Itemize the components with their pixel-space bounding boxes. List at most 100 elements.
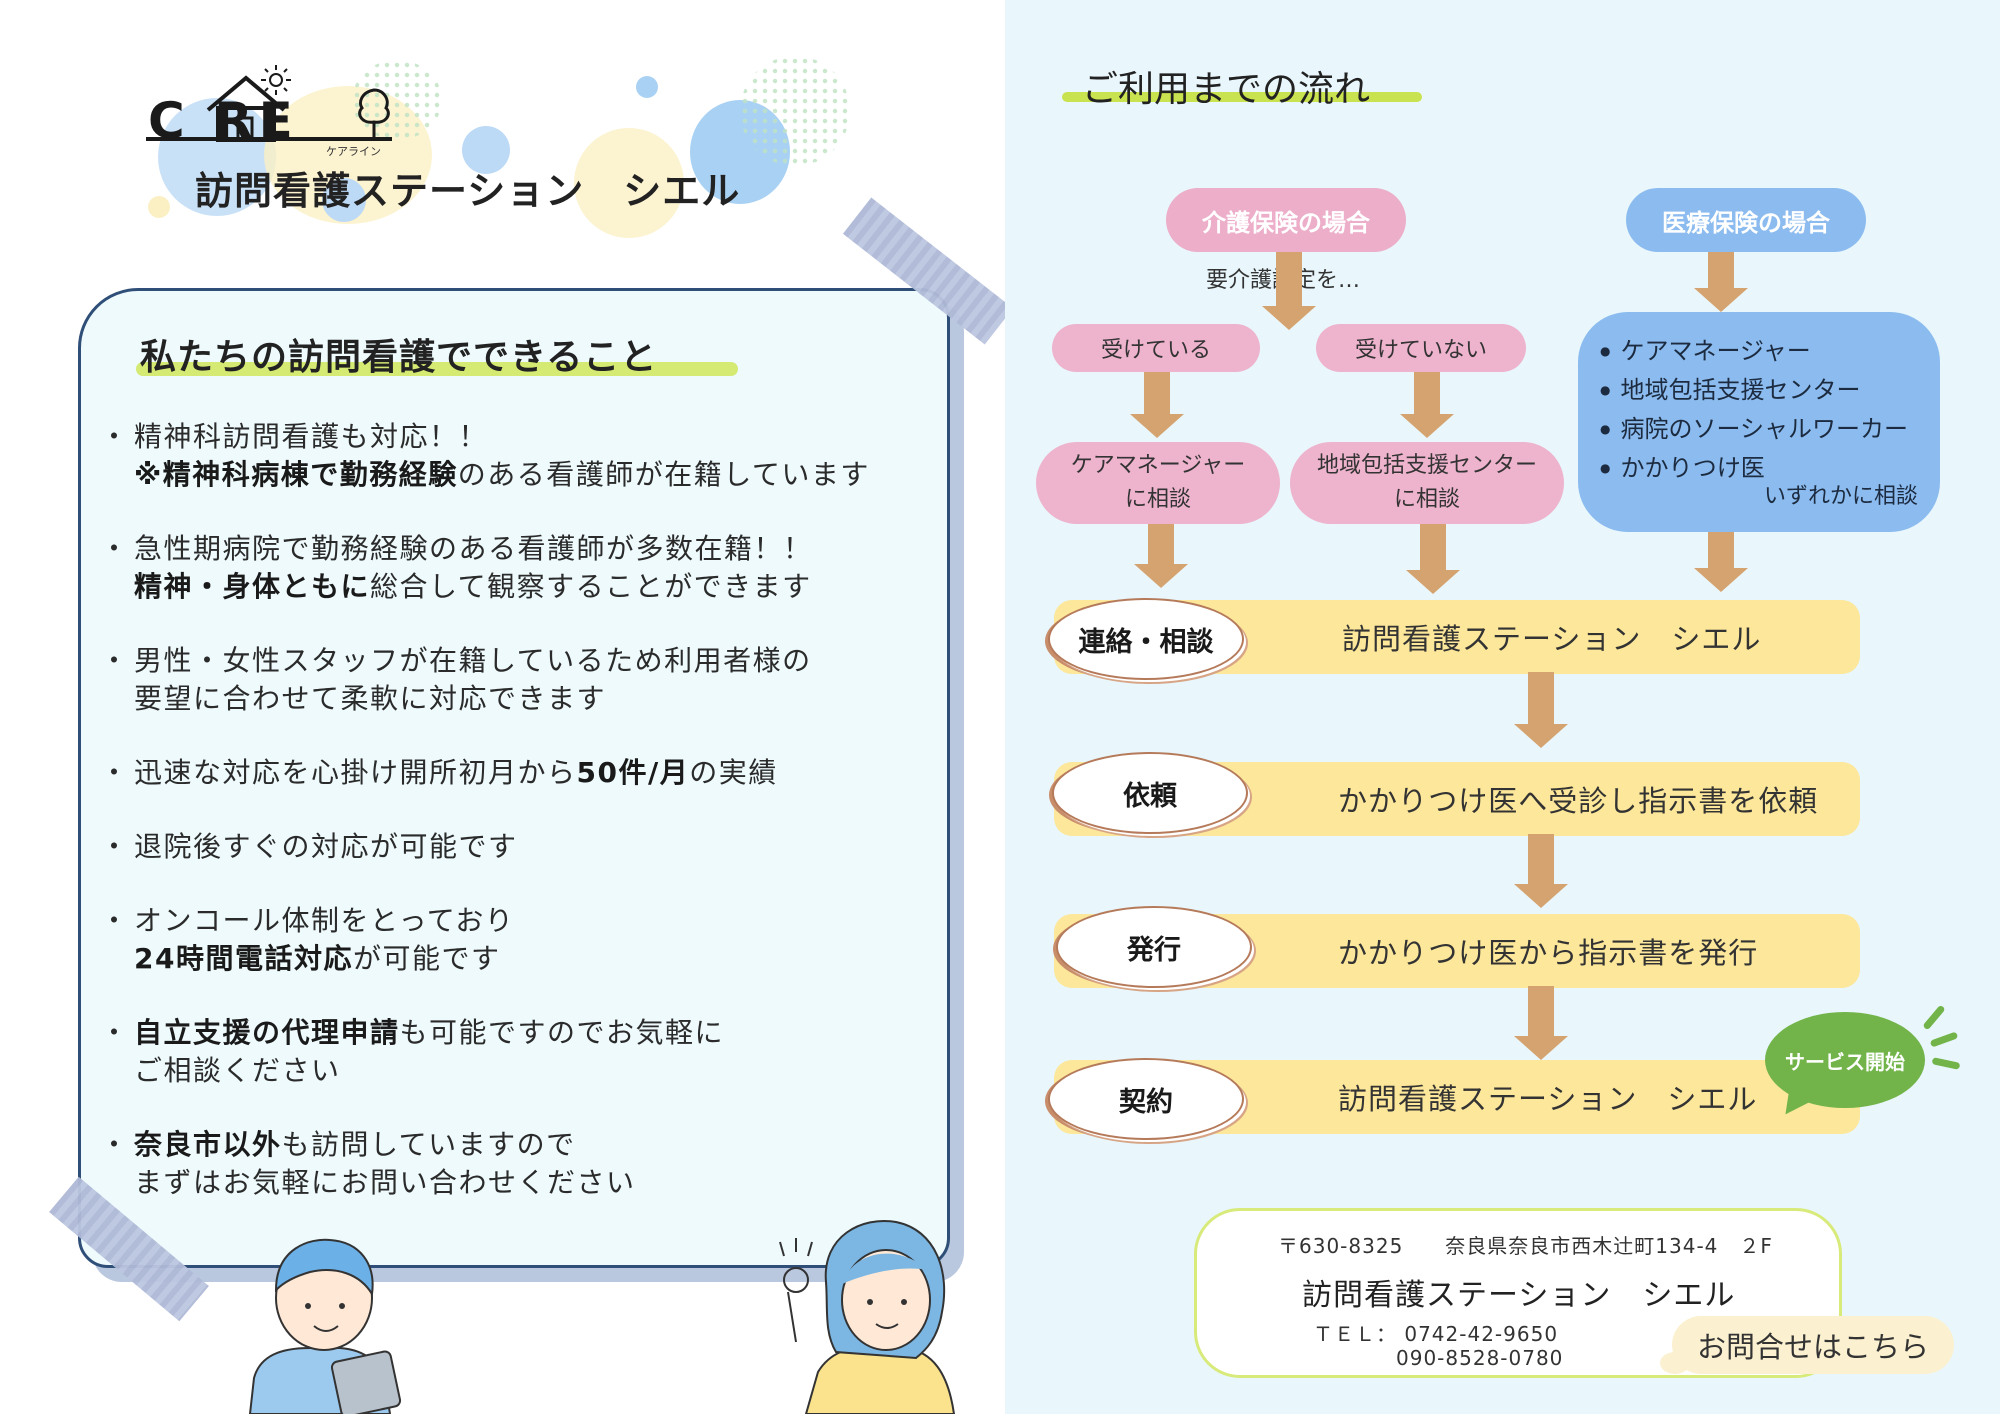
service-start-bubble: サービス開始 (1765, 1012, 1925, 1108)
service-item-emphasis: 自立支援の代理申請 (134, 1016, 400, 1049)
medical-option-item: 地域包括支援センター (1600, 373, 1908, 412)
step-label-oval: 依頼 (1052, 752, 1248, 834)
service-item: 急性期病院で勤務経験のある看護師が多数在籍！！精神・身体ともに総合して観察するこ… (100, 530, 930, 606)
service-item-text: ご相談ください (134, 1054, 341, 1087)
flow-title-highlight (1062, 92, 1422, 102)
decor-blob (322, 178, 366, 222)
sun-icon (261, 65, 291, 95)
arrow-down (1514, 672, 1568, 748)
support-center-pill: 地域包括支援センター に相談 (1290, 442, 1564, 524)
medical-option-item: かかりつけ医 (1600, 451, 1908, 490)
service-item: 迅速な対応を心掛け開所初月から50件/月の実績 (100, 754, 930, 792)
arrow-down (1134, 524, 1188, 588)
woman-illustration (779, 1220, 956, 1414)
medical-options-list: ケアマネージャー地域包括支援センター病院のソーシャルワーカーかかりつけ医 (1600, 334, 1908, 490)
service-item-line: 要望に合わせて柔軟に対応できます (134, 680, 930, 718)
step-label-oval: 発行 (1056, 906, 1252, 988)
step-label-oval: 契約 (1048, 1058, 1244, 1140)
service-item-line: 24時間電話対応が可能です (134, 940, 930, 978)
service-item-text: 要望に合わせて柔軟に対応できます (134, 682, 607, 715)
service-item: 退院後すぐの対応が可能です (100, 828, 930, 866)
arrow-down (1406, 524, 1460, 594)
care-manager-line2: に相談 (1124, 487, 1191, 512)
service-item-text: オンコール体制をとっており (134, 904, 515, 937)
arrow-down (1130, 372, 1184, 438)
arrow-down (1514, 834, 1568, 908)
tree-icon (358, 88, 390, 138)
support-center-line2: に相談 (1393, 487, 1460, 512)
service-item-emphasis: ※ (134, 458, 163, 491)
service-item-text: 退院後すぐの対応が可能です (134, 830, 518, 863)
service-item-emphasis: 奈良市以外 (134, 1128, 282, 1161)
inquiry-bubble[interactable]: お問合せはこちら (1672, 1316, 1954, 1374)
medical-option-item: 病院のソーシャルワーカー (1600, 412, 1908, 451)
service-item-line: 自立支援の代理申請も可能ですのでお気軽に (134, 1014, 930, 1052)
step-label-oval: 連絡・相談 (1048, 598, 1244, 680)
service-item-line: 迅速な対応を心掛け開所初月から50件/月の実績 (134, 754, 930, 792)
arrow-down (1514, 986, 1568, 1060)
decor-blob (636, 76, 658, 98)
service-item-text: のある看護師が在籍しています (457, 458, 870, 491)
tel-number-1[interactable]: 0742-42-9650 (1404, 1322, 1559, 1346)
receiving-pill: 受けている (1052, 324, 1260, 372)
support-center-line1: 地域包括支援センター (1316, 453, 1537, 478)
service-item-text: 総合して観察することができます (370, 570, 812, 603)
contact-name: 訪問看護ステーション シエル (1302, 1278, 1736, 1313)
service-item-text: まずはお気軽にお問い合わせください (134, 1166, 636, 1199)
service-item-emphasis: 精神科病棟で勤務経験 (162, 458, 458, 491)
service-item-text: 男性・女性スタッフが在籍しているため利用者様の (134, 644, 812, 677)
decor-dots (740, 56, 850, 166)
service-item-emphasis: 精神・身体ともに (134, 570, 371, 603)
care-manager-line1: ケアマネージャー (1070, 453, 1246, 478)
service-item: 精神科訪問看護も対応！！※精神科病棟で勤務経験のある看護師が在籍しています (100, 418, 930, 494)
tel-label: ＴＥＬ： (1313, 1322, 1397, 1346)
services-list: 精神科訪問看護も対応！！※精神科病棟で勤務経験のある看護師が在籍しています急性期… (100, 418, 930, 1238)
decor-dots (352, 60, 442, 140)
care-insurance-pill: 介護保険の場合 (1166, 188, 1406, 252)
step-text: かかりつけ医へ受診し指示書を依頼 (1338, 784, 1819, 818)
arrow-down (1262, 252, 1316, 330)
medical-note: いずれかに相談 (1763, 484, 1918, 509)
service-item-emphasis: 50件/月 (576, 756, 690, 789)
service-item-line: ※精神科病棟で勤務経験のある看護師が在籍しています (134, 456, 930, 494)
not-receiving-pill: 受けていない (1316, 324, 1526, 372)
logo-subtext: ケアライン (326, 145, 381, 158)
title-highlight (136, 362, 738, 376)
service-item-line: 精神科訪問看護も対応！！ (134, 418, 930, 456)
medical-options-box: ケアマネージャー地域包括支援センター病院のソーシャルワーカーかかりつけ医 いずれ… (1578, 312, 1940, 532)
nurse-man-illustration (248, 1238, 402, 1414)
contact-address: 〒630-8325 奈良県奈良市西木辻町134-4 ２F (1278, 1234, 1773, 1258)
step-text: 訪問看護ステーション シエル (1338, 1082, 1758, 1116)
arrow-down (1694, 532, 1748, 592)
logo-underline (146, 137, 392, 141)
medical-insurance-pill: 医療保険の場合 (1626, 188, 1866, 252)
step-text: かかりつけ医から指示書を発行 (1338, 936, 1759, 970)
decor-blob (462, 126, 510, 174)
flow-title: ご利用までの流れ (1082, 69, 1371, 110)
service-item-text: の実績 (689, 756, 778, 789)
care-manager-pill: ケアマネージャー に相談 (1036, 442, 1280, 524)
decor-blob (148, 196, 170, 218)
station-title: 訪問看護ステーション シエル (195, 169, 741, 213)
service-item-line: オンコール体制をとっており (134, 902, 930, 940)
medical-option-item: ケアマネージャー (1600, 334, 1908, 373)
contact-tel-2[interactable]: 090-8528-0780 (1396, 1346, 1564, 1370)
service-item-line: ご相談ください (134, 1052, 930, 1090)
service-item-text: も可能ですのでお気軽に (399, 1016, 725, 1049)
decor-blob (574, 128, 684, 238)
contact-tel-1: ＴＥＬ： 0742-42-9650 (1313, 1318, 1558, 1347)
service-item-text: 急性期病院で勤務経験のある看護師が多数在籍！！ (134, 532, 813, 565)
service-item-line: 精神・身体ともに総合して観察することができます (134, 568, 930, 606)
service-item-line: 退院後すぐの対応が可能です (134, 828, 930, 866)
service-item-emphasis: 24時間電話対応 (134, 942, 353, 975)
service-item-text: 精神科訪問看護も対応！！ (134, 420, 489, 453)
step-text: 訪問看護ステーション シエル (1342, 622, 1762, 656)
services-title: 私たちの訪問看護でできること (140, 337, 658, 378)
service-item-text: 迅速な対応を心掛け開所初月から (134, 756, 577, 789)
service-item-text: が可能です (352, 942, 501, 975)
service-item-line: 奈良市以外も訪問していますので (134, 1126, 930, 1164)
service-item-line: まずはお気軽にお問い合わせください (134, 1164, 930, 1202)
